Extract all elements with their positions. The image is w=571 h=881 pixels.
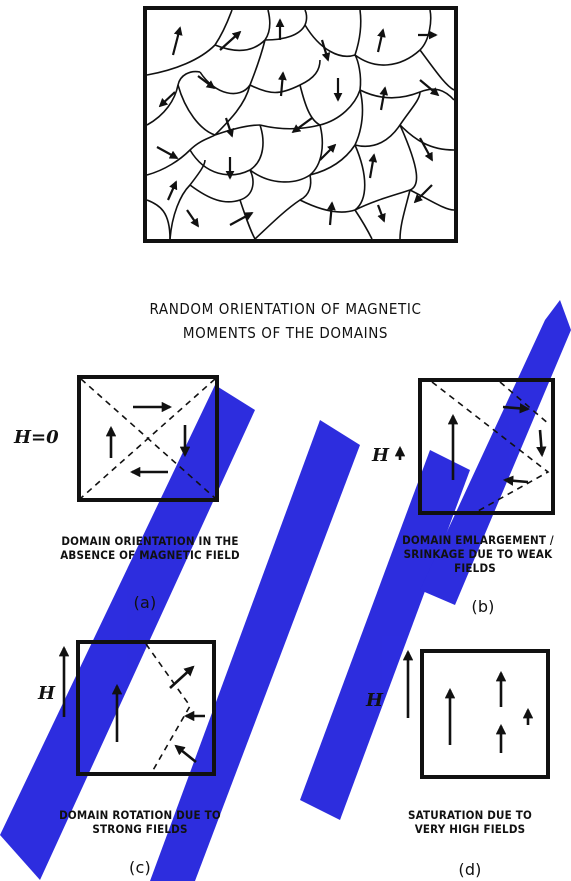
panel-d-caption-line-1: SATURATION DUE TO [380,808,560,822]
top-caption-line-2: MOMENTS OF THE DOMAINS [0,322,571,344]
panel-b-letter: (b) [458,597,508,616]
panel-d-caption-line-2: VERY HIGH FIELDS [380,822,560,836]
panel-a-letter: (a) [120,593,170,612]
panel-c-caption-line-2: STRONG FIELDS [10,822,270,836]
panel-a-caption-line-1: DOMAIN ORIENTATION IN THE [20,534,280,548]
top-caption-line-1: RANDOM ORIENTATION OF MAGNETIC [0,298,571,320]
panel-b-caption-line-2: SRINKAGE DUE TO WEAK [385,547,571,561]
panel-a-field-label: H=0 [14,427,59,448]
panel-c-letter: (c) [115,858,165,877]
panel-d-field-label: H [366,690,383,711]
panel-c-caption-line-1: DOMAIN ROTATION DUE TO [10,808,270,822]
random-domains-figure [145,8,456,241]
panel-c-field-label: H [38,683,55,704]
panel-b-field-label: H [372,445,389,466]
panel-b-caption-line-3: FIELDS [390,561,560,575]
panel-a-caption-line-2: ABSENCE OF MAGNETIC FIELD [20,548,280,562]
panel-d-letter: (d) [445,860,495,879]
panel-d-figure [408,651,548,777]
watermark [0,300,571,881]
panel-b-caption-line-1: DOMAIN EMLARGEMENT / [385,533,571,547]
